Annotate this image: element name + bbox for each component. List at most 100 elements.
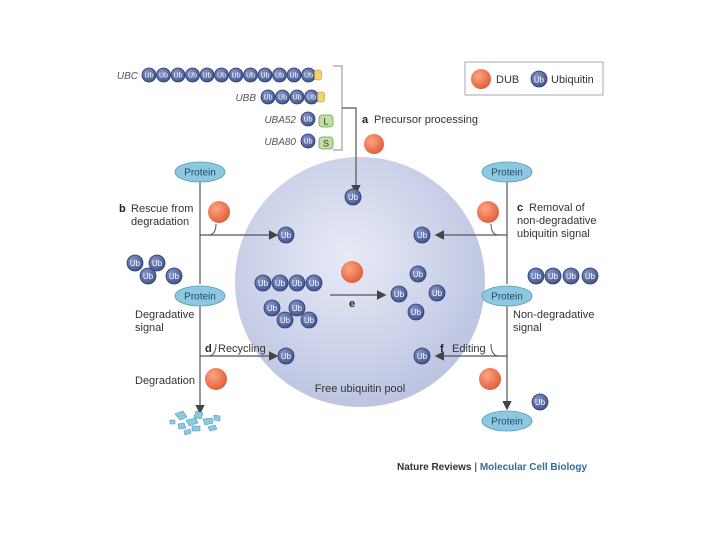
label-c-text2: non-degradative xyxy=(517,215,597,227)
svg-text:Ub: Ub xyxy=(159,73,168,80)
ubiquitin-molecule: Ub xyxy=(581,267,599,285)
svg-text:Ub: Ub xyxy=(275,279,286,288)
svg-text:Ub: Ub xyxy=(304,73,313,80)
svg-text:Protein: Protein xyxy=(184,168,216,179)
ubiquitin-molecule: Ub xyxy=(277,347,295,365)
svg-text:Ub: Ub xyxy=(304,139,313,146)
precursor-ubiquitin: Ub xyxy=(243,67,258,83)
svg-text:Protein: Protein xyxy=(491,417,523,428)
label-c-letter: c xyxy=(517,202,523,214)
ubiquitin-molecule: Ub xyxy=(148,254,166,272)
precursor-tail xyxy=(317,91,325,103)
svg-text:Ub: Ub xyxy=(309,279,320,288)
precursor-ubiquitin: Ub xyxy=(300,111,316,127)
svg-text:Ub: Ub xyxy=(217,73,226,80)
svg-text:Ub: Ub xyxy=(292,279,303,288)
protein-top-left: Protein xyxy=(174,161,226,183)
svg-text:Ub: Ub xyxy=(145,73,154,80)
legend-dub-label: DUB xyxy=(496,74,519,86)
hook-f xyxy=(490,343,500,357)
protein-bottom-right: Protein xyxy=(481,410,533,432)
svg-text:Ub: Ub xyxy=(152,259,163,268)
ubiquitin-molecule: Ub xyxy=(413,347,431,365)
legend-dub-icon xyxy=(471,69,491,89)
ubiquitin-molecule: Ub xyxy=(277,226,295,244)
svg-text:Ub: Ub xyxy=(432,289,443,298)
protein-mid-left: Protein xyxy=(174,285,226,307)
label-c-text1: Removal of xyxy=(529,202,586,214)
svg-text:Protein: Protein xyxy=(491,292,523,303)
svg-text:Ub: Ub xyxy=(307,95,316,102)
precursor-ubiquitin: Ub xyxy=(257,67,273,83)
svg-text:Ub: Ub xyxy=(566,272,577,281)
ubiquitin-molecule: Ub xyxy=(407,303,425,321)
precursor-ubiquitin: Ub xyxy=(228,67,244,83)
svg-text:Ub: Ub xyxy=(304,117,313,124)
free-ubiquitin-pool xyxy=(235,157,485,407)
precursor-ubiquitin: Ub xyxy=(272,67,287,83)
precursor-ubiquitin: Ub xyxy=(300,133,316,149)
gene-ubc-label: UBC xyxy=(117,71,139,82)
label-c-text3: ubiquitin signal xyxy=(517,228,590,240)
svg-text:Ub: Ub xyxy=(290,73,299,80)
precursor-ubiquitin: Ub xyxy=(289,89,305,105)
label-d-text: Recycling xyxy=(218,343,266,355)
svg-text:Ub: Ub xyxy=(169,272,180,281)
precursor-ubiquitin: Ub xyxy=(214,67,229,83)
ubiquitin-molecule: Ub xyxy=(344,188,362,206)
svg-text:Ub: Ub xyxy=(417,231,428,240)
svg-text:Ub: Ub xyxy=(130,259,141,268)
svg-text:Ub: Ub xyxy=(258,279,269,288)
ubiquitin-molecule: Ub xyxy=(300,311,318,329)
s-tail-label: S xyxy=(323,139,329,149)
ubiquitin-molecule: Ub xyxy=(413,226,431,244)
gene-uba52-label: UBA52 xyxy=(264,115,296,126)
ubiquitin-molecule: Ub xyxy=(254,274,272,292)
svg-text:Ub: Ub xyxy=(292,304,303,313)
precursor-ubiquitin: Ub xyxy=(156,67,171,83)
ubiquitin-molecule: Ub xyxy=(531,393,549,411)
svg-text:Ub: Ub xyxy=(143,272,154,281)
ubiquitin-molecule: Ub xyxy=(409,265,427,283)
svg-text:Ub: Ub xyxy=(261,73,270,80)
ubiquitin-molecule: Ub xyxy=(263,299,281,317)
hook-c xyxy=(490,223,500,236)
ubiquitin-molecule: Ub xyxy=(428,284,446,302)
svg-text:Ub: Ub xyxy=(264,95,273,102)
ubiquitin-molecule: Ub xyxy=(139,267,157,285)
precursor-ubiquitin: Ub xyxy=(170,67,186,83)
svg-text:Ub: Ub xyxy=(293,95,302,102)
hook-b xyxy=(207,223,217,236)
svg-text:Ub: Ub xyxy=(348,193,359,202)
svg-text:Ub: Ub xyxy=(246,73,255,80)
precursor-tail xyxy=(314,69,322,81)
label-degradative-2: signal xyxy=(135,322,164,334)
svg-text:Ub: Ub xyxy=(394,290,405,299)
svg-text:Ub: Ub xyxy=(531,272,542,281)
precursor-ubiquitin: Ub xyxy=(141,67,157,83)
dub-enzyme-f xyxy=(479,368,501,390)
precursor-ubiquitin: Ub xyxy=(260,89,276,105)
ubiquitin-molecule: Ub xyxy=(305,274,323,292)
label-degradation: Degradation xyxy=(135,375,195,387)
label-nondegradative-2: signal xyxy=(513,322,542,334)
ubiquitin-molecule: Ub xyxy=(288,299,306,317)
label-b-letter: b xyxy=(119,203,126,215)
gene-ubb-label: UBB xyxy=(235,93,256,104)
ubiquitin-molecule: Ub xyxy=(271,274,289,292)
dub-enzyme-d xyxy=(205,368,227,390)
svg-text:Ub: Ub xyxy=(174,73,183,80)
legend-ub-icon: Ub xyxy=(530,70,548,88)
label-d-letter: d xyxy=(205,343,212,355)
footer-journal-name: Nature Reviews xyxy=(397,462,472,473)
ubiquitin-molecule: Ub xyxy=(288,274,306,292)
label-e-letter: e xyxy=(349,298,355,310)
protein-mid-right: Protein xyxy=(481,285,533,307)
precursor-ubiquitin: Ub xyxy=(286,67,302,83)
label-a-text: Precursor processing xyxy=(374,114,478,126)
label-b-text2: degradation xyxy=(131,216,189,228)
dub-enzyme-a xyxy=(364,134,384,154)
